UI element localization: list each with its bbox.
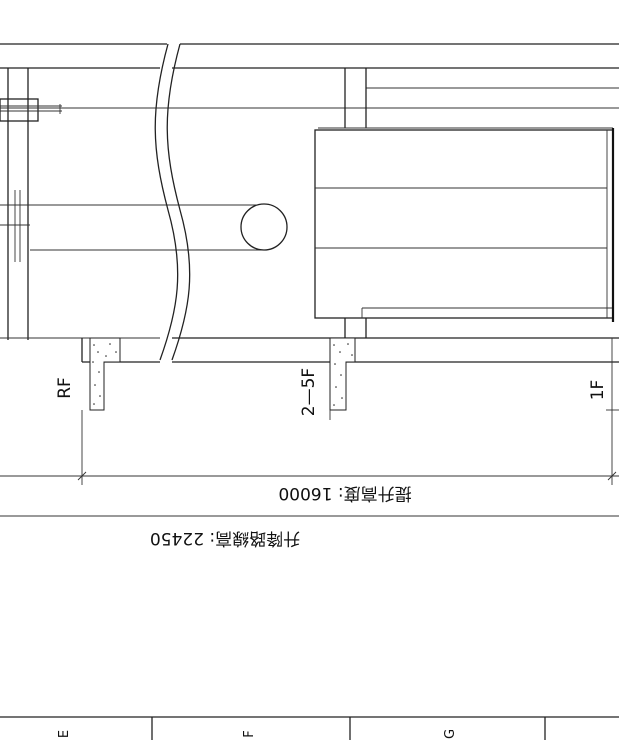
total-path-label: 升降路線高: 22450 (150, 528, 300, 548)
grid-label-e: E (57, 730, 72, 738)
upper-posts (344, 68, 367, 338)
level-ticks (81, 338, 619, 485)
concrete-pit-mid (329, 337, 356, 411)
pulley-wheel (240, 203, 288, 251)
dimension-lines (0, 471, 619, 517)
grid-label-g: G (443, 729, 458, 739)
concrete-pit-rf (89, 337, 121, 411)
guide-lines (0, 87, 619, 251)
left-column (0, 68, 160, 340)
floor-label-mid: 2—5F (299, 368, 319, 416)
lift-height-label: 提升高度: 16000 (278, 483, 411, 503)
elevator-car (314, 127, 615, 322)
floor-label-rf: RF (55, 377, 75, 399)
floor-label-1f: 1F (588, 380, 608, 401)
top-rails (0, 43, 619, 69)
grid-label-f: F (242, 730, 257, 737)
break-lines (154, 43, 191, 361)
grid-column-bar (0, 716, 619, 740)
